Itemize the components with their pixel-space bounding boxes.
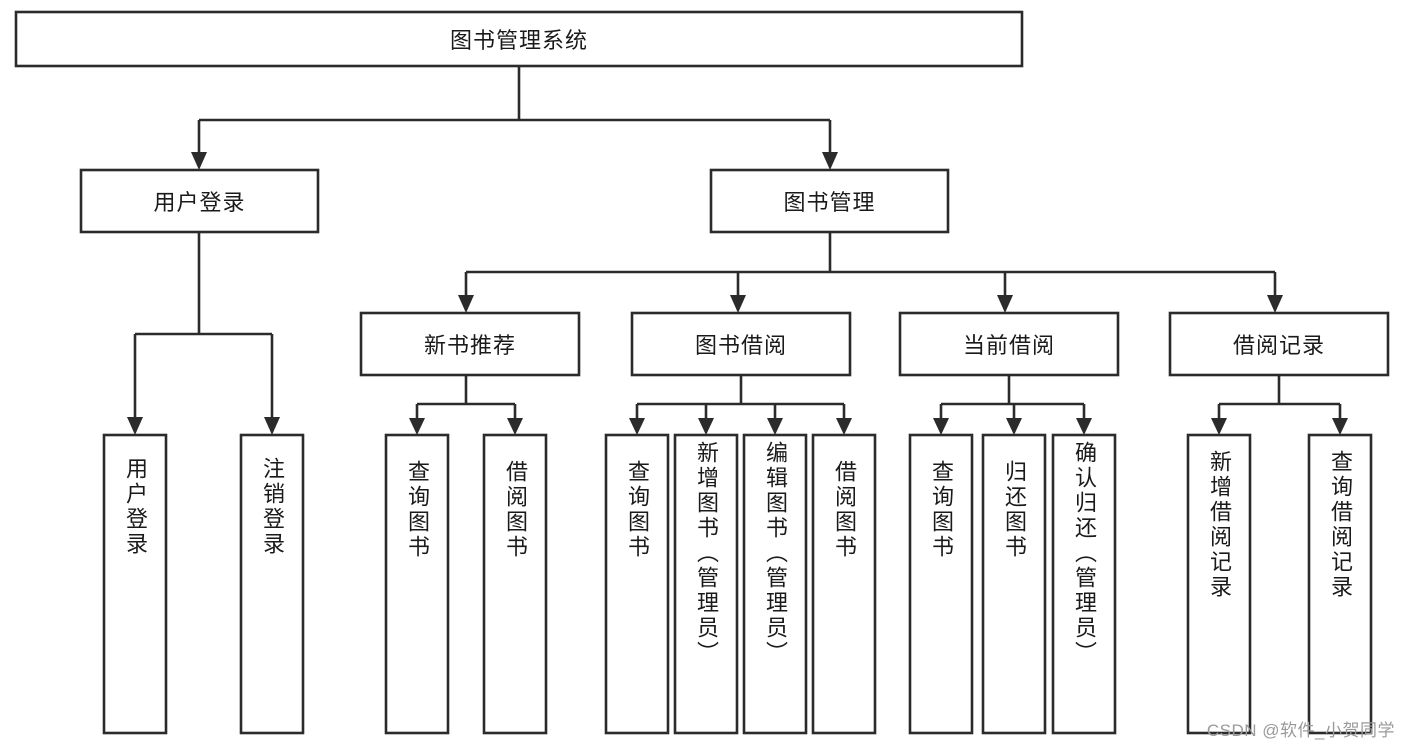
- arrow-head-leaf-confirm-return: [1076, 418, 1092, 435]
- arrow-head-leaf-edit-book: [767, 418, 783, 435]
- arrow-head-leaf-borrow-book-rec: [507, 418, 523, 435]
- node-box-leaf-borrow-book[interactable]: [811, 433, 877, 735]
- arrow-head-leaf-user-login: [127, 417, 143, 435]
- connector-current-borrow-to-leaves: [933, 375, 1092, 435]
- node-box-leaf-user-logout[interactable]: [239, 433, 305, 735]
- node-box-leaf-confirm-return[interactable]: [1051, 433, 1117, 735]
- node-box-leaf-query-book-borrow[interactable]: [604, 433, 670, 735]
- node-box-leaf-query-book-rec[interactable]: [384, 433, 450, 735]
- arrow-head-new-book-recommend: [458, 295, 474, 313]
- node-box-leaf-edit-book[interactable]: [742, 433, 808, 735]
- arrow-head-leaf-borrow-book: [836, 418, 852, 435]
- arrow-head-leaf-query-record: [1332, 418, 1348, 435]
- node-box-new-book-recommend[interactable]: [359, 311, 581, 377]
- connector-borrow-record-to-leaves: [1211, 375, 1348, 435]
- arrow-head-borrow-record: [1267, 295, 1283, 313]
- node-box-book-borrow[interactable]: [630, 311, 852, 377]
- arrow-head-leaf-add-book: [698, 418, 714, 435]
- arrow-head-leaf-return-book: [1006, 418, 1022, 435]
- node-box-borrow-record[interactable]: [1168, 311, 1390, 377]
- connector-user-login-to-leaves: [127, 232, 280, 435]
- node-box-leaf-borrow-book-rec[interactable]: [482, 433, 548, 735]
- connector-new-book-recommend-to-leaves: [409, 375, 523, 435]
- node-box-leaf-add-book[interactable]: [673, 433, 739, 735]
- arrow-head-book-borrow: [730, 295, 746, 313]
- node-box-root[interactable]: [14, 10, 1024, 68]
- arrow-head-leaf-query-book-rec: [409, 418, 425, 435]
- node-box-current-borrow[interactable]: [898, 311, 1120, 377]
- arrow-head-user-login: [191, 152, 207, 170]
- node-box-leaf-return-book[interactable]: [981, 433, 1047, 735]
- node-box-book-manage[interactable]: [709, 168, 950, 234]
- node-box-leaf-query-book-cur[interactable]: [908, 433, 974, 735]
- connector-book-borrow-to-leaves: [629, 375, 852, 435]
- arrow-head-leaf-user-logout: [264, 417, 280, 435]
- connector-book-manage-to-level3: [458, 232, 1283, 313]
- node-box-leaf-user-login[interactable]: [102, 433, 168, 735]
- connector-root-to-level2: [191, 66, 838, 170]
- arrow-head-leaf-add-record: [1211, 418, 1227, 435]
- arrow-head-leaf-query-book-borrow: [629, 418, 645, 435]
- node-box-leaf-query-record[interactable]: [1307, 433, 1373, 735]
- arrow-head-book-manage: [822, 152, 838, 170]
- node-box-user-login[interactable]: [79, 168, 320, 234]
- arrow-head-leaf-query-book-cur: [933, 418, 949, 435]
- arrow-head-current-borrow: [997, 295, 1013, 313]
- node-box-leaf-add-record[interactable]: [1186, 433, 1252, 735]
